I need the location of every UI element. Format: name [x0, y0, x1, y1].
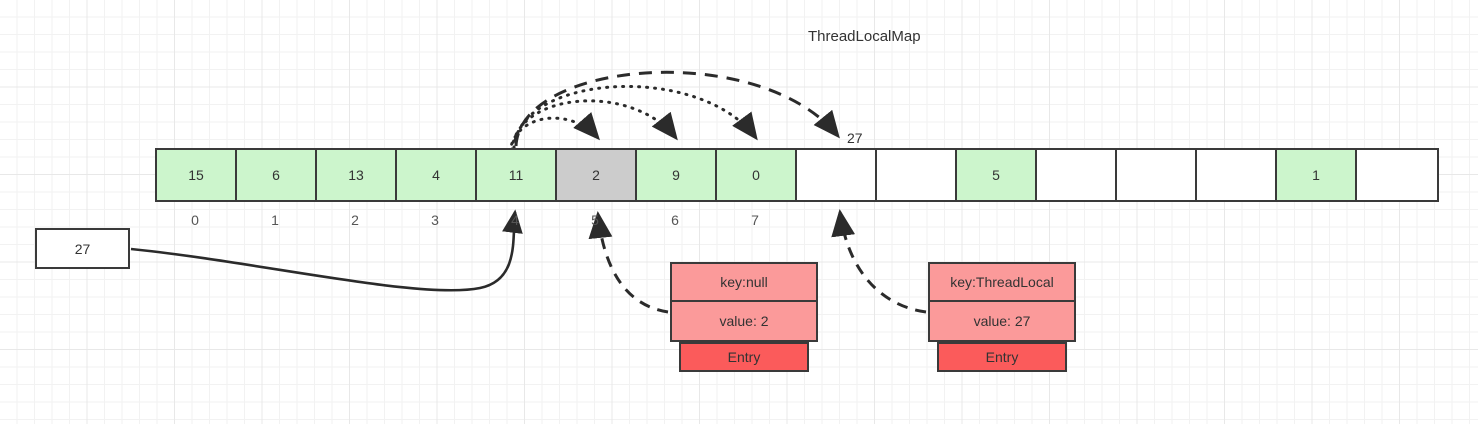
- array-cell-14: 1: [1277, 150, 1357, 200]
- array-cell-4: 11: [477, 150, 557, 200]
- array-index-label-6: 6: [671, 212, 679, 228]
- array-cell-7: 0: [717, 150, 797, 200]
- entry-value-field: value: 2: [670, 302, 818, 342]
- arc-probe-to-slot8: [514, 70, 840, 147]
- entry-block-2: key:ThreadLocal value: 27 Entry: [928, 262, 1076, 372]
- entry-block-1: key:null value: 2 Entry: [670, 262, 818, 372]
- arc-probe-to-slot7: [512, 84, 758, 150]
- array-index-label-3: 3: [431, 212, 439, 228]
- page-title: ThreadLocalMap: [808, 28, 921, 45]
- entry-value-field: value: 27: [928, 302, 1076, 342]
- entry-key-field: key:null: [670, 262, 818, 302]
- array-index-label-2: 2: [351, 212, 359, 228]
- array-cell-2: 13: [317, 150, 397, 200]
- array-cell-12: [1117, 150, 1197, 200]
- entry-type-tag: Entry: [679, 342, 809, 372]
- array-cell-8: [797, 150, 877, 200]
- array-index-label-4: 4: [511, 212, 519, 228]
- array-cell-10: 5: [957, 150, 1037, 200]
- array-index-label-7: 7: [751, 212, 759, 228]
- array-cell-3: 4: [397, 150, 477, 200]
- link-entry1-to-slot5: [588, 211, 669, 314]
- array-index-label-1: 1: [271, 212, 279, 228]
- array-cell-1: 6: [237, 150, 317, 200]
- thread-value-box: 27: [35, 228, 130, 269]
- array-cell-15: [1357, 150, 1437, 200]
- link-entry2-to-slot8: [831, 209, 927, 314]
- array-cell-11: [1037, 150, 1117, 200]
- arc-probe-to-slot5: [508, 112, 600, 154]
- arc-probe-to-slot6: [510, 99, 678, 152]
- array-cell-0: 15: [157, 150, 237, 200]
- array-index-label-0: 0: [191, 212, 199, 228]
- entry-type-tag: Entry: [937, 342, 1067, 372]
- entry-key-field: key:ThreadLocal: [928, 262, 1076, 302]
- array-index-label-5: 5: [591, 212, 599, 228]
- array-cell-5: 2: [557, 150, 637, 200]
- array-cell-9: [877, 150, 957, 200]
- slot8-target-label: 27: [847, 130, 863, 146]
- array-cell-6: 9: [637, 150, 717, 200]
- array-cell-13: [1197, 150, 1277, 200]
